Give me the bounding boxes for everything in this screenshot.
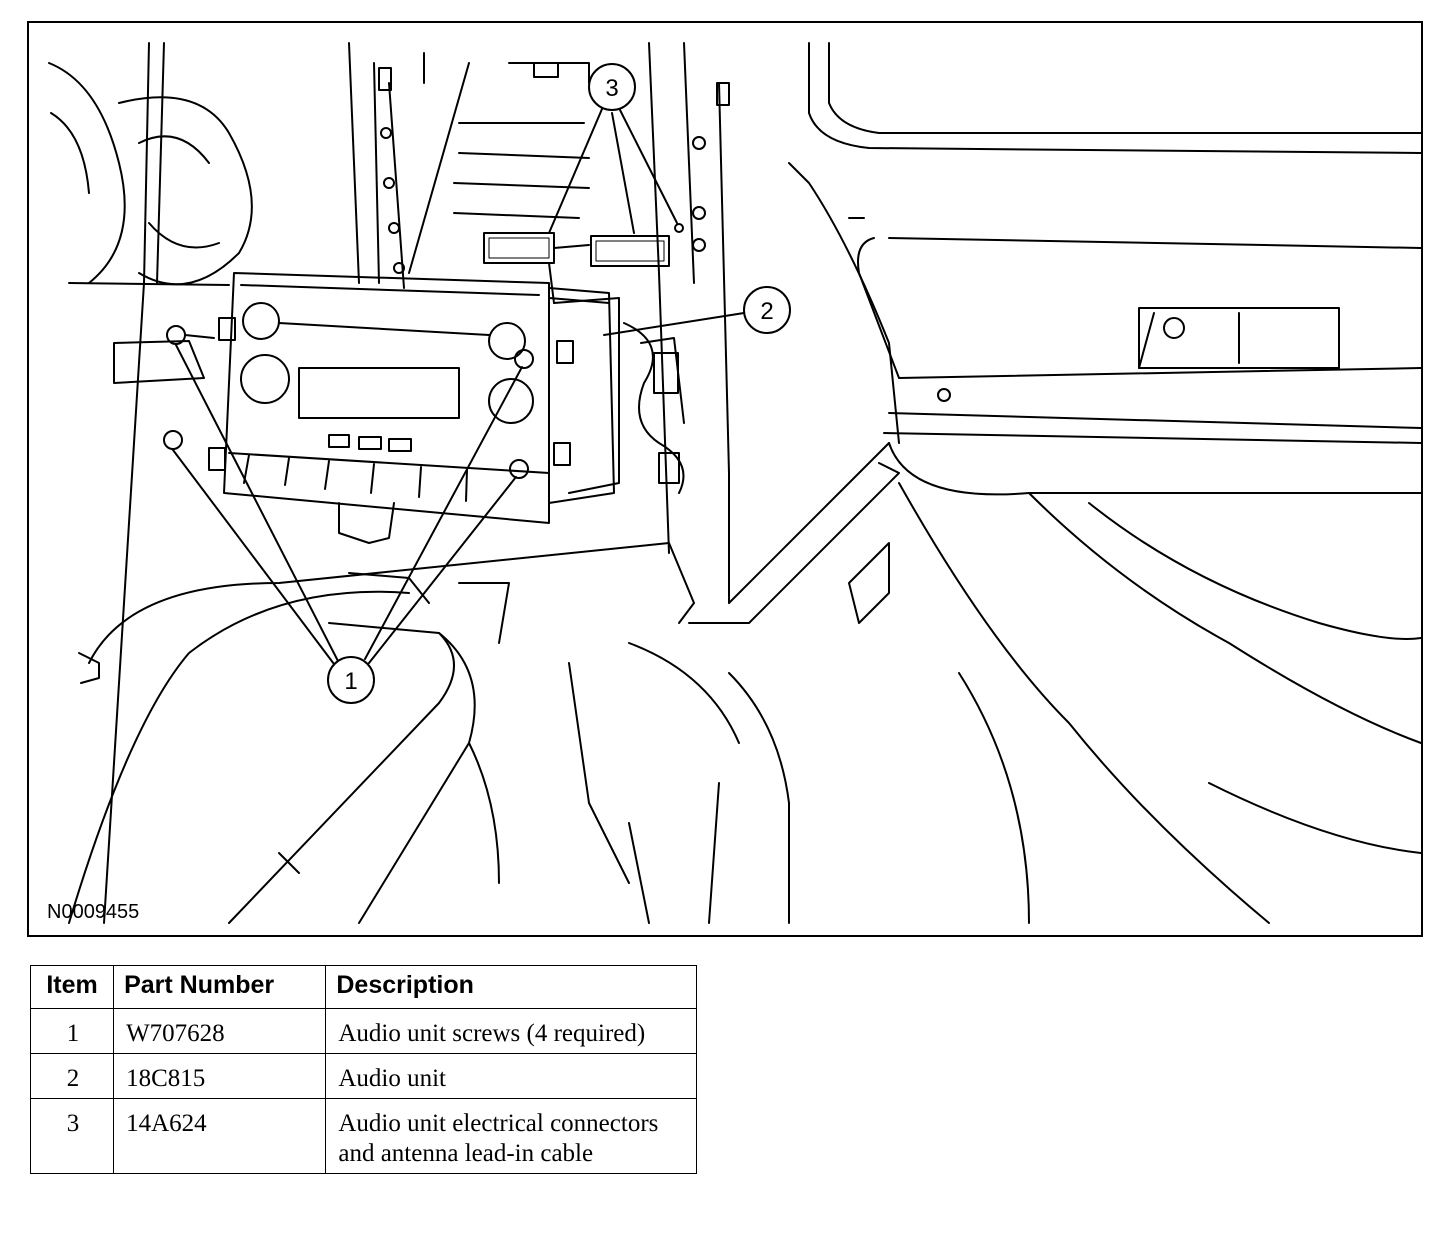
callout-3-label: 3 <box>605 75 618 102</box>
callout-2-label: 2 <box>760 298 773 325</box>
center-console <box>68 502 695 924</box>
audio-unit-screws <box>163 325 534 479</box>
illustration-frame: 1 2 3 N0009455 <box>27 21 1423 937</box>
table-header-row: Item Part Number Description <box>29 965 697 1009</box>
cell-description: Audio unit screws (4 required) <box>325 1008 697 1054</box>
left-dash-panel <box>68 42 230 924</box>
instrument-cluster <box>48 62 253 286</box>
audio-unit-removal-illustration: 1 2 3 <box>48 42 1421 924</box>
mounting-bracket <box>553 297 685 494</box>
center-stack-right-trim <box>648 42 730 604</box>
cell-item: 2 <box>29 1053 115 1099</box>
callout-3 <box>588 63 636 111</box>
cell-description: Audio unit electrical connectors and ant… <box>325 1098 697 1174</box>
audio-unit <box>208 272 615 524</box>
table-row: 1 W707628 Audio unit screws (4 required) <box>29 1008 697 1054</box>
cell-part-number: 18C815 <box>113 1053 327 1099</box>
callout-1-label: 1 <box>344 668 357 695</box>
header-description: Description <box>325 965 697 1009</box>
header-item: Item <box>29 965 115 1009</box>
cell-part-number: 14A624 <box>113 1098 327 1174</box>
floor-and-seats <box>568 442 1421 924</box>
parts-table: Item Part Number Description 1 W707628 A… <box>29 965 697 1174</box>
table-row: 2 18C815 Audio unit <box>29 1053 697 1099</box>
callout-leaders <box>172 107 745 669</box>
cell-item: 3 <box>29 1098 115 1174</box>
figure-id: N0009455 <box>47 901 140 923</box>
cell-item: 1 <box>29 1008 115 1054</box>
callout-1 <box>327 656 375 704</box>
callout-2 <box>743 286 791 334</box>
passenger-dash <box>788 42 1421 496</box>
electrical-connectors <box>483 223 684 304</box>
table-row: 3 14A624 Audio unit electrical connector… <box>29 1098 697 1174</box>
header-part-number: Part Number <box>113 965 327 1009</box>
cell-description: Audio unit <box>325 1053 697 1099</box>
center-stack-vent <box>348 42 590 289</box>
cell-part-number: W707628 <box>113 1008 327 1054</box>
